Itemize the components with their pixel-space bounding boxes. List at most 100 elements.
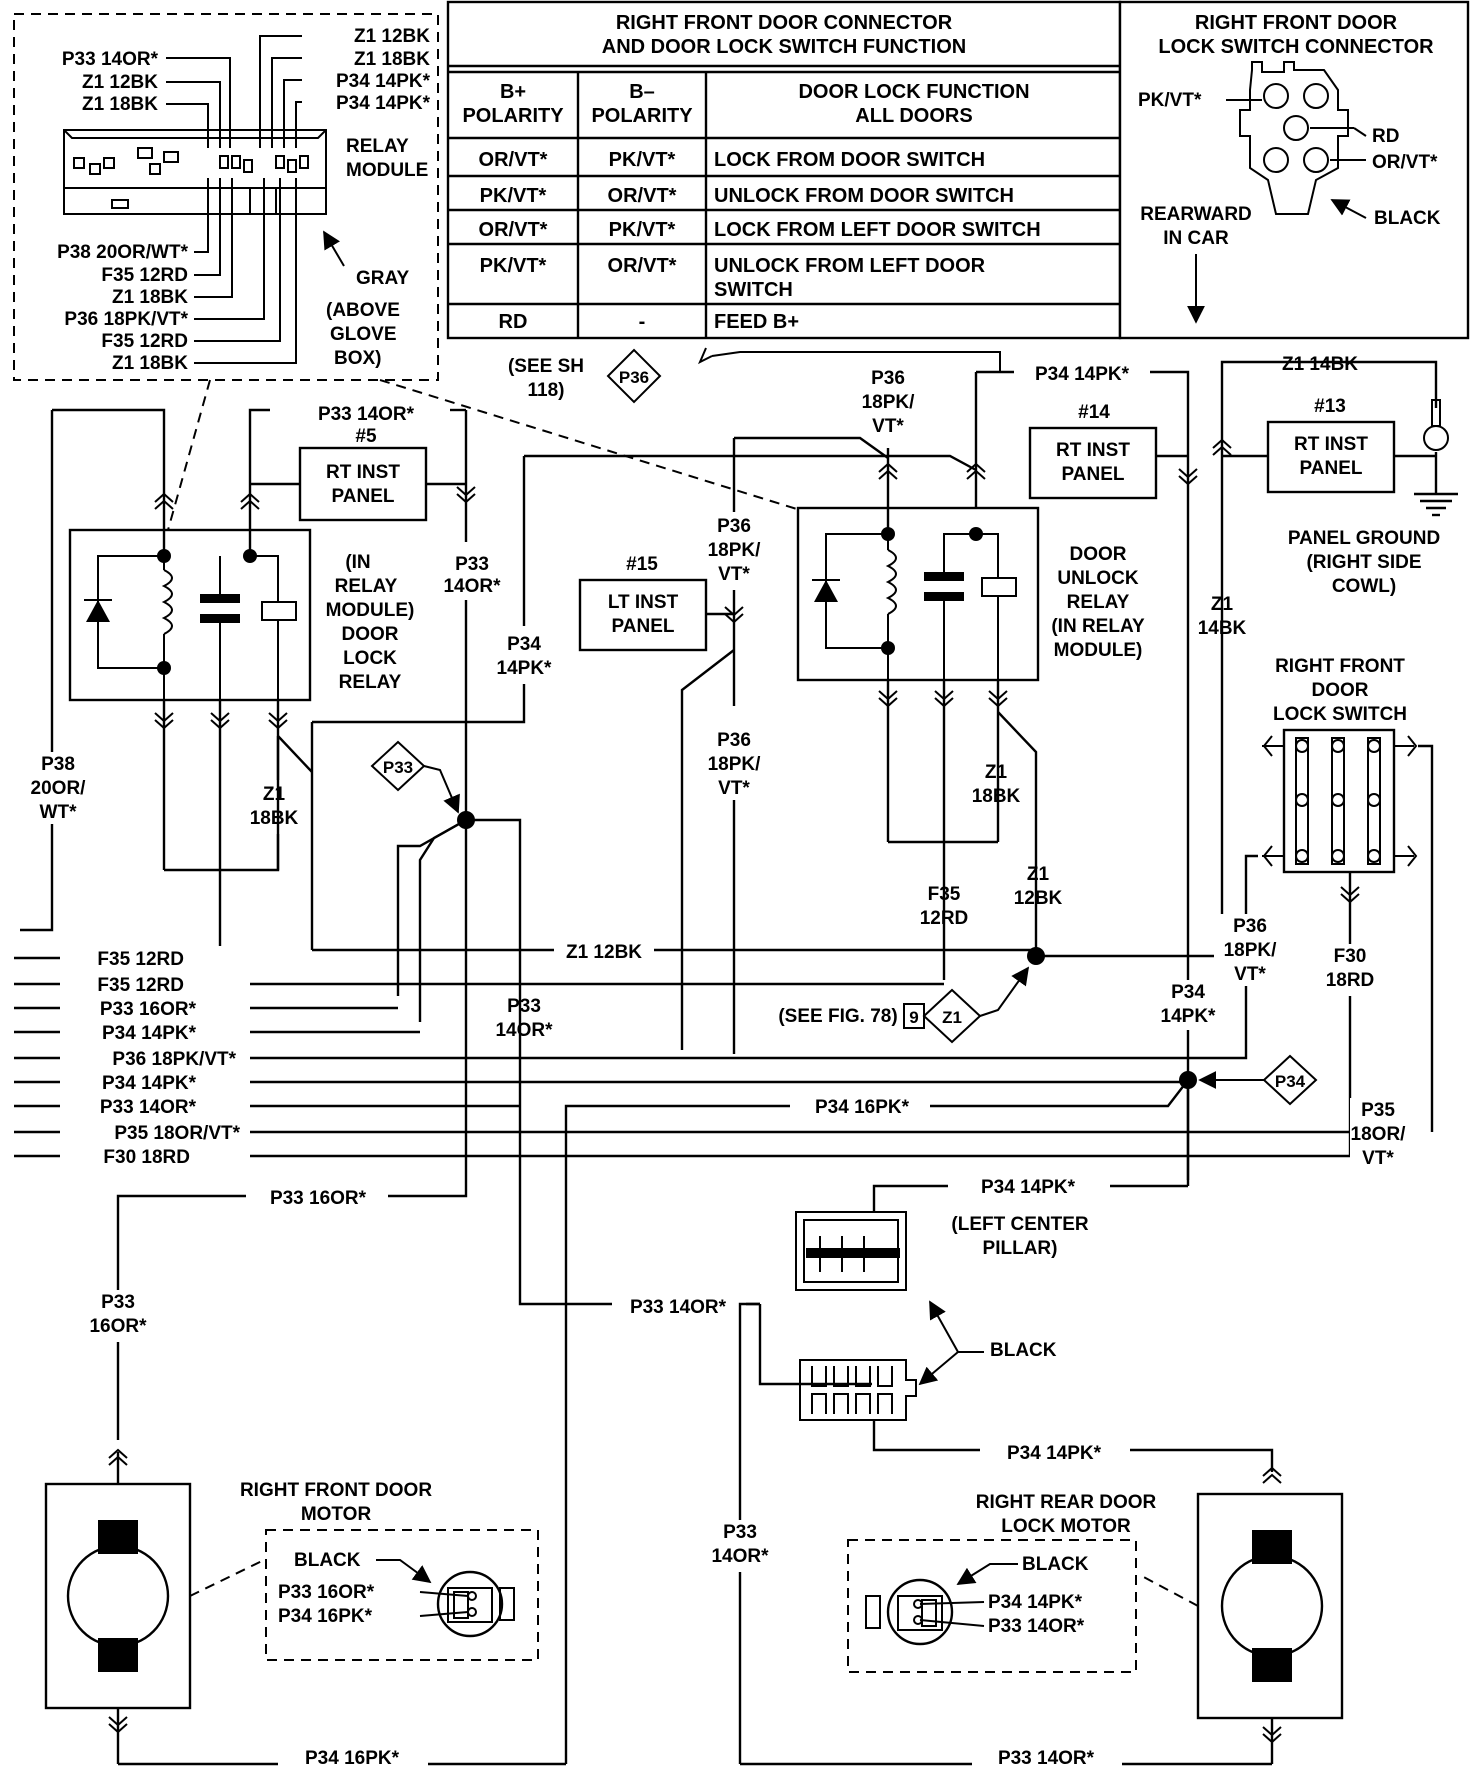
panel-5-line2: PANEL (332, 486, 395, 507)
wire-p36-rt-label-1: P36 (1233, 916, 1267, 937)
right-relay-label-4: (IN RELAY (1051, 616, 1145, 637)
wire-p35-1: P35 (1361, 1100, 1395, 1121)
wire-z1-18bk-right-2: 18BK (972, 786, 1021, 807)
table-row-1-bminus: PK/VT* (609, 149, 676, 171)
wire-p34-rt-2: 14PK* (1161, 1006, 1217, 1027)
panel-5-line1: RT INST (326, 462, 400, 483)
wire-z1-12bk-right-1: Z1 (1027, 864, 1050, 885)
table-row-1-function: LOCK FROM DOOR SWITCH (714, 149, 985, 171)
rear-motor-pin-2: P33 14OR* (988, 1616, 1085, 1637)
harness-p36: P36 18PK/VT* (112, 1049, 236, 1070)
inset-label-p34-b: P34 14PK* (336, 93, 431, 114)
wire-p36-mid-1: P36 (717, 516, 751, 537)
harness-f30: F30 18RD (103, 1147, 190, 1168)
wire-p36-center-3: VT* (718, 778, 750, 799)
table-row-5-function: FEED B+ (714, 311, 799, 333)
right-relay-label-2: UNLOCK (1057, 568, 1139, 589)
right-relay-label-1: DOOR (1070, 544, 1127, 565)
harness-p35: P35 18OR/VT* (114, 1123, 240, 1144)
pillar-label-2: PILLAR) (983, 1238, 1058, 1259)
wire-p33-rear-2: 14OR* (711, 1546, 769, 1567)
table-row-4-function-line2: SWITCH (714, 279, 793, 301)
polarity-table: RIGHT FRONT DOOR CONNECTOR AND DOOR LOCK… (446, 0, 1122, 340)
inset-label-z1-18bk-left: Z1 18BK (82, 94, 158, 115)
relay-module-inset: P33 14OR* Z1 12BK Z1 18BK Z1 12BK Z1 18B… (13, 13, 439, 381)
inset-relay-title-line1: RELAY (346, 136, 409, 157)
switch-pin-rd: RD (1372, 126, 1399, 147)
panel-14: #14 RT INST PANEL (1028, 402, 1158, 500)
front-motor-title-2: MOTOR (301, 1504, 372, 1525)
inset-label-p34-a: P34 14PK* (336, 71, 431, 92)
table-row-3-bplus: OR/VT* (479, 219, 548, 241)
left-relay-label-5: LOCK (343, 648, 397, 669)
see-fig-tag: Z1 (942, 1008, 962, 1027)
rear-motor-housing: BLACK (1022, 1554, 1089, 1575)
pillar-connector-upper (795, 1211, 907, 1291)
wire-p36-rt-label-3: VT* (1234, 964, 1266, 985)
wire-f35-1: F35 (928, 884, 961, 905)
inset-location-line3: GLOVE (330, 324, 397, 345)
panel-14-line1: RT INST (1056, 440, 1130, 461)
wire-z1-18bk-right-1: Z1 (985, 762, 1008, 783)
see-sh-line2: 118) (528, 380, 565, 401)
right-front-door-lock-switch (1262, 728, 1418, 874)
wire-p38-label-3: WT* (40, 802, 78, 823)
header-bplus-line2: POLARITY (462, 105, 564, 127)
wire-z1-12bk-label: Z1 12BK (566, 942, 642, 963)
harness-f35-a: F35 12RD (97, 949, 184, 970)
front-motor-pin-1: P33 16OR* (278, 1582, 375, 1603)
ground-symbol-icon (1248, 360, 1458, 517)
lock-switch-label-1: RIGHT FRONT (1275, 656, 1405, 677)
p33-splice-tag: P33 (383, 758, 413, 777)
wire-p38-label-2: 20OR/ (31, 778, 87, 799)
wire-p33-16or: P33 16OR* (270, 1188, 367, 1209)
wire-p34-pillar: P34 14PK* (981, 1177, 1076, 1198)
table-row-2-function: UNLOCK FROM DOOR SWITCH (714, 185, 1014, 207)
see-fig-num: 9 (909, 1008, 918, 1027)
panel-15: #15 LT INST PANEL (578, 554, 708, 652)
ground-label-1: PANEL GROUND (1288, 528, 1440, 549)
rear-motor-connector-icon (865, 1578, 954, 1646)
inset-location-line1: GRAY (356, 268, 409, 289)
lock-switch-label-2: DOOR (1312, 680, 1369, 701)
wire-p36-top-3: VT* (872, 416, 904, 437)
wire-z1-14bk-vert-1: Z1 (1211, 594, 1234, 615)
table-row-3-bminus: PK/VT* (609, 219, 676, 241)
inset-label-z1-12bk-right: Z1 12BK (354, 26, 430, 47)
left-relay-label-6: RELAY (339, 672, 402, 693)
switch-connector-title-line1: RIGHT FRONT DOOR (1195, 12, 1398, 34)
wire-z1-14bk-vert-2: 14BK (1198, 618, 1247, 639)
table-row-2-bminus: OR/VT* (608, 185, 677, 207)
wire-p35-3: VT* (1362, 1148, 1394, 1169)
wire-p33-rear-1: P33 (723, 1522, 757, 1543)
left-relay-label-3: MODULE) (326, 600, 415, 621)
left-relay-label-1: (IN (345, 552, 370, 573)
front-motor-title-1: RIGHT FRONT DOOR (240, 1480, 432, 1501)
wire-p35-2: 18OR/ (1351, 1124, 1407, 1145)
table-row-1-bplus: OR/VT* (479, 149, 548, 171)
table-row-2-bplus: PK/VT* (480, 185, 547, 207)
inset-bottom-z1-b: Z1 18BK (112, 353, 188, 374)
table-row-5-bminus: - (639, 311, 646, 333)
table-row-4-function-line1: UNLOCK FROM LEFT DOOR (714, 255, 986, 277)
inset-label-p33: P33 14OR* (62, 49, 159, 70)
panel-13-line1: RT INST (1294, 434, 1368, 455)
inset-bottom-p38: P38 20OR/WT* (57, 242, 189, 263)
wire-z1-18bk-2: 18BK (250, 808, 299, 829)
table-row-4-bminus: OR/VT* (608, 255, 677, 277)
panel-14-line2: PANEL (1062, 464, 1125, 485)
inset-bottom-f35-a: F35 12RD (101, 265, 188, 286)
rear-motor-title-2: LOCK MOTOR (1001, 1516, 1131, 1537)
front-motor-pin-2: P34 16PK* (278, 1606, 373, 1627)
wire-z1-12bk-right-2: 12BK (1014, 888, 1063, 909)
header-bminus-line1: B– (629, 81, 655, 103)
wire-p33-16or-motor-2: 16OR* (89, 1316, 147, 1337)
inset-label-z1-12bk-left: Z1 12BK (82, 72, 158, 93)
wire-p33-vert-2: 14OR* (443, 576, 501, 597)
wire-p36-rt-label-2: 18PK/ (1224, 940, 1278, 961)
wire-p33-16or-motor-1: P33 (101, 1292, 135, 1313)
wire-p33-lower-2: 14OR* (495, 1020, 553, 1041)
inset-bottom-z1-a: Z1 18BK (112, 287, 188, 308)
rear-motor-pin-1: P34 14PK* (988, 1592, 1083, 1613)
front-motor-housing: BLACK (294, 1550, 361, 1571)
